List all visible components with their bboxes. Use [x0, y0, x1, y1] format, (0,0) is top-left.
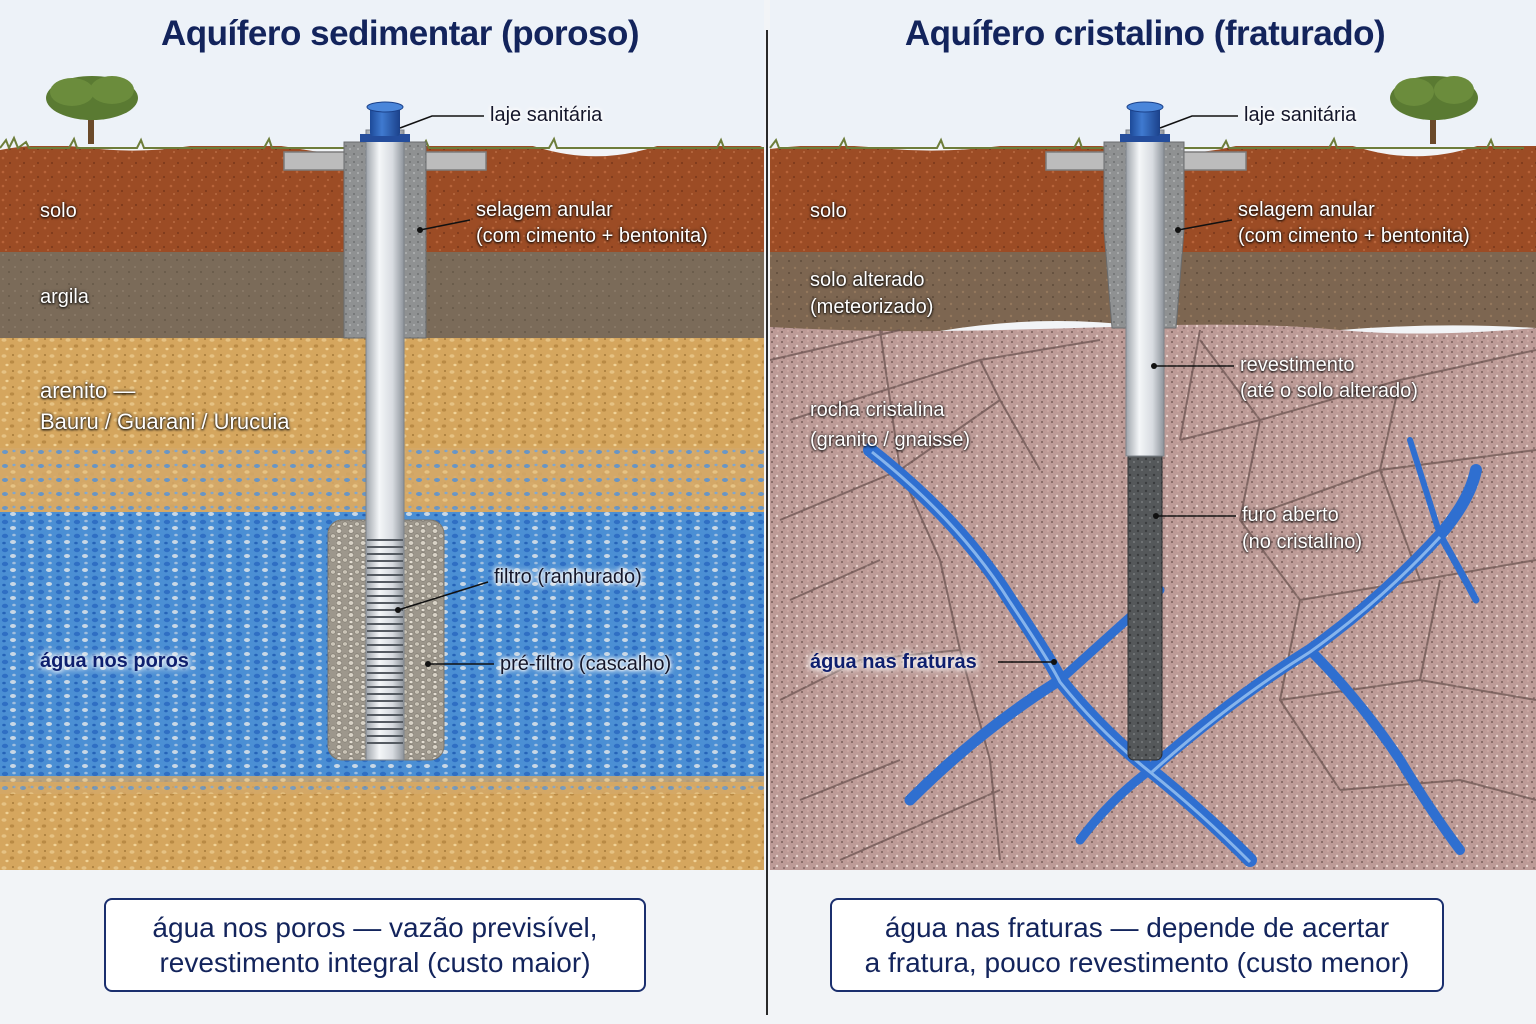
panel-divider: [766, 30, 768, 1015]
pump-cap-icon: [1120, 101, 1170, 142]
label-arenito-line1: arenito —: [40, 378, 136, 403]
label-arenito-line2: Bauru / Guarani / Urucuia: [40, 409, 290, 434]
label-rocha-1: rocha cristalina: [810, 399, 945, 421]
label-argila: argila: [40, 286, 89, 308]
label-agua-nas-fraturas: água nas fraturas: [810, 651, 977, 673]
callout-revestimento-2: (até o solo alterado): [1240, 380, 1418, 402]
label-solo-alterado-1: solo alterado: [810, 269, 925, 291]
pump-cap-icon: [360, 101, 410, 142]
revestimento-right: [1125, 129, 1165, 457]
callout-filtro: filtro (ranhurado): [494, 566, 642, 588]
callout-laje-right: laje sanitária: [1244, 104, 1357, 126]
left-title: Aquífero sedimentar (poroso): [161, 14, 639, 53]
lower-sand-left: [0, 782, 764, 870]
label-solo-left: solo: [40, 200, 77, 222]
grass-left: [0, 135, 764, 151]
callout-revestimento-1: revestimento: [1240, 354, 1355, 376]
summary-right-line1: água nas fraturas — depende de acertar: [884, 912, 1390, 943]
label-solo-right: solo: [810, 200, 847, 222]
label-rocha-2: (granito / gnaisse): [810, 429, 971, 451]
right-panel-strata: [769, 0, 1536, 870]
tree-icon: [1390, 76, 1478, 144]
summary-box-right: água nas fraturas — depende de acertar a…: [830, 898, 1444, 992]
furo-aberto: [1127, 449, 1163, 761]
callout-selagem-right-1: selagem anular: [1238, 199, 1375, 221]
left-panel-strata: [0, 0, 764, 870]
callout-selagem-left-2: (com cimento + bentonita): [476, 225, 708, 247]
summary-box-left: água nos poros — vazão previsível, reves…: [104, 898, 646, 992]
callout-selagem-right-2: (com cimento + bentonita): [1238, 225, 1470, 247]
revestimento-left: [365, 129, 405, 761]
summary-right-line2: a fratura, pouco revestimento (custo men…: [864, 947, 1410, 978]
callout-selagem-left-1: selagem anular: [476, 199, 613, 221]
leader-lines: [397, 115, 1238, 665]
right-title: Aquífero cristalino (fraturado): [904, 14, 1386, 53]
label-agua-nos-poros: água nos poros: [40, 650, 189, 672]
summary-left-line2: revestimento integral (custo maior): [159, 947, 591, 978]
callout-laje-left: laje sanitária: [490, 104, 603, 126]
rock-joints: [770, 329, 1536, 861]
grass-right: [769, 136, 1524, 149]
callout-prefiltro: pré-filtro (cascalho): [500, 653, 672, 675]
label-solo-alterado-2: (meteorizado): [810, 296, 934, 318]
tree-icon: [46, 76, 138, 144]
callout-furo-1: furo aberto: [1242, 504, 1339, 526]
filtro-ranhurado-left: [367, 539, 403, 744]
callout-furo-2: (no cristalino): [1242, 531, 1363, 553]
summary-left-line1: água nos poros — vazão previsível,: [152, 912, 598, 943]
